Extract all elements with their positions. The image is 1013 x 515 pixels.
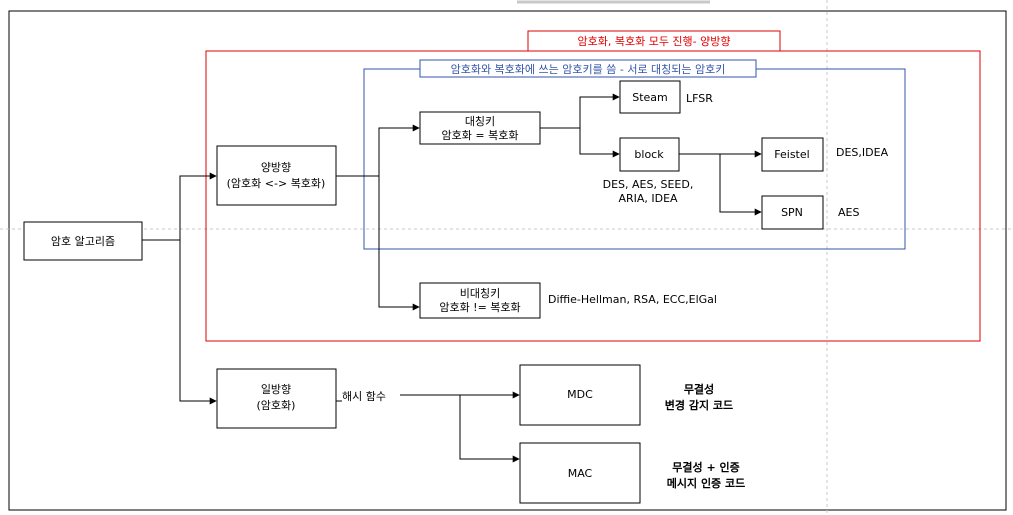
spn-node[interactable]: SPN (761, 195, 824, 230)
bidirectional-group-label-box[interactable] (527, 30, 781, 52)
asymmetric-algorithms-label: Diffie-Hellman, RSA, ECC,ElGal (548, 293, 717, 306)
oneway-node-label-line2: (암호화) (257, 399, 296, 412)
symmetric-key-node[interactable]: 대칭키 암호화 = 복호화 (419, 111, 541, 145)
oneway-node[interactable]: 일방향 (암호화) (216, 368, 337, 429)
block-node-label: block (634, 148, 664, 161)
feistel-node-label: Feistel (774, 148, 809, 161)
lfsr-label: LFSR (686, 92, 713, 105)
spn-algorithms-label: AES (838, 206, 859, 219)
mdc-description-line2: 변경 감지 코드 (665, 398, 733, 412)
asymmetric-key-node-label-line1: 비대칭키 (460, 287, 500, 300)
mac-node-label: MAC (568, 467, 593, 480)
asymmetric-key-node-label-line2: 암호화 != 복호화 (439, 301, 520, 314)
block-algorithms-line2: ARIA, IDEA (618, 192, 678, 205)
bidirectional-group-label: 암호화, 복호화 모두 진행- 양방향 (577, 35, 730, 48)
mac-node[interactable]: MAC (519, 442, 641, 504)
edge-bidirectional-to-symmetric (336, 124, 420, 177)
hash-function-label: 해시 함수 (342, 389, 386, 403)
oneway-node-label-line1: 일방향 (261, 382, 291, 396)
symmetric-group-label-box[interactable] (419, 59, 757, 78)
edge-symmetric-to-steam (540, 93, 620, 129)
root-node[interactable]: 암호 알고리즘 (23, 221, 143, 261)
edge-bidirectional-to-asymmetric (378, 176, 420, 311)
steam-node-label: Steam (632, 91, 668, 104)
edge-block-to-spn (719, 154, 762, 216)
mdc-description-line1: 무결성 (684, 382, 714, 396)
spn-node-label: SPN (781, 206, 803, 219)
block-node[interactable]: block (619, 137, 680, 172)
mac-description-line1: 무결성 + 인증 (672, 460, 739, 474)
steam-node[interactable]: Steam (619, 80, 681, 114)
mdc-node[interactable]: MDC (519, 364, 641, 426)
symmetric-key-node-label-line2: 암호화 = 복호화 (442, 129, 519, 142)
asymmetric-key-node[interactable]: 비대칭키 암호화 != 복호화 (419, 282, 541, 319)
symmetric-group-label: 암호화와 복호화에 쓰는 암호키를 씀 - 서로 대칭되는 암호키 (451, 63, 726, 76)
edge-root-to-bidirectional (142, 172, 217, 241)
feistel-algorithms-label: DES,IDEA (836, 146, 889, 159)
bidirectional-node[interactable]: 양방향 (암호화 <-> 복호화) (216, 145, 337, 206)
edge-hash-to-mac (459, 395, 520, 463)
root-node-label: 암호 알고리즘 (51, 234, 115, 248)
edge-root-to-oneway (179, 240, 217, 405)
bidirectional-node-label-line1: 양방향 (261, 161, 291, 174)
page-frame (8, 10, 1007, 511)
edge-symmetric-to-block (579, 128, 620, 158)
bidirectional-node-label-line2: (암호화 <-> 복호화) (227, 177, 326, 190)
feistel-node[interactable]: Feistel (761, 137, 824, 172)
mac-description-line2: 메시지 인증 코드 (667, 476, 746, 490)
mdc-node-label: MDC (567, 388, 593, 401)
symmetric-key-node-label-line1: 대칭키 (465, 115, 495, 128)
block-algorithms-line1: DES, AES, SEED, (603, 178, 694, 191)
